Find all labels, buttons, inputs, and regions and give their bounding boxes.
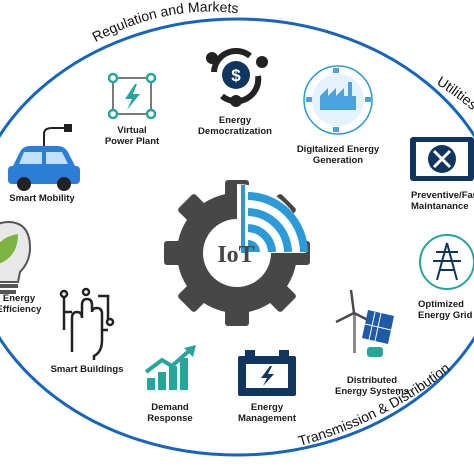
network-lightning-icon	[107, 72, 157, 120]
wind-solar-icon	[335, 289, 394, 357]
label-energy-management: Energy Management	[237, 402, 297, 424]
ring-label-bottom: Transmission & Distribution	[296, 360, 452, 449]
label-demand-response: Demand Response	[147, 402, 193, 424]
transmission-tower-icon	[419, 234, 474, 290]
label-smart-buildings: Smart Buildings	[50, 364, 124, 375]
iot-center-label: IoT	[217, 242, 254, 268]
battery-icon	[238, 350, 296, 396]
label-distributed-energy-systems: Distributed Energy Systems	[335, 375, 409, 397]
label-energy-democratization: Energy Democratization	[198, 115, 272, 137]
svg-text:$: $	[231, 66, 241, 85]
factory-network-icon	[303, 65, 373, 135]
label-optimized-energy-grid: Optimized Energy Grid	[418, 299, 473, 321]
electric-car-icon	[8, 124, 80, 191]
dollar-cycle-icon: $	[206, 47, 268, 107]
label-energy-efficiency: Energy Efficiency	[0, 293, 42, 315]
outer-ring	[0, 17, 474, 457]
ring-label-top: Regulation and Markets	[89, 0, 239, 45]
tablet-tools-icon	[410, 137, 474, 181]
circuit-hand-icon	[59, 287, 115, 360]
label-smart-mobility: Smart Mobility	[9, 193, 75, 204]
label-virtual-power-plant: Virtual Power Plant	[104, 125, 160, 147]
rising-chart-icon	[144, 345, 196, 390]
label-preventive-fault-maintenance: Preventive/Fault Maintanance	[411, 190, 474, 212]
label-digitalized-energy-generation: Digitalized Energy Generation	[296, 144, 380, 166]
iot-gear-icon	[164, 180, 310, 326]
leaf-bulb-icon	[0, 220, 32, 294]
ring-label-right: Utilities	[434, 73, 474, 113]
